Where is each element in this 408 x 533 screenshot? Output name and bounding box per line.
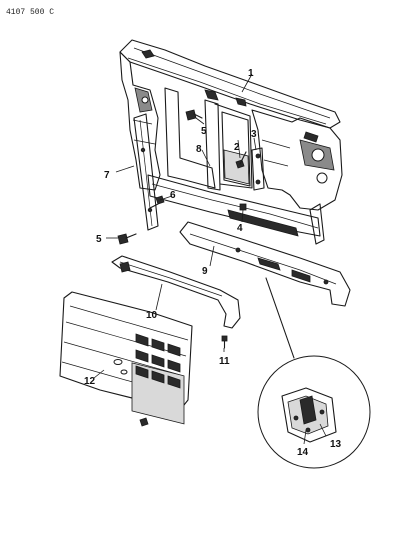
grille-12 (59, 291, 193, 425)
callout-10: 10 (146, 310, 158, 321)
callout-1: 1 (248, 68, 254, 79)
callout-2: 2 (234, 142, 240, 153)
detail-view (257, 277, 371, 469)
radiator-support (119, 39, 343, 245)
bolt-upper (185, 109, 203, 121)
bolt-lower (117, 233, 137, 245)
leader-lines (93, 73, 327, 445)
nut-4 (239, 203, 247, 211)
callout-14: 14 (297, 447, 309, 458)
callout-3: 3 (251, 129, 257, 140)
callout-11: 11 (219, 356, 230, 367)
callout-4: 4 (237, 223, 243, 234)
grille-clip (139, 417, 149, 427)
bolt-6 (149, 195, 165, 209)
bracket-14 (281, 387, 337, 443)
screw-2 (235, 151, 247, 169)
push-pin-11 (221, 335, 228, 349)
callout-13: 13 (330, 439, 342, 450)
reinforcement-9 (179, 221, 351, 307)
callout-labels: 1 2 3 4 5 5 6 7 8 9 10 11 12 13 14 (84, 68, 342, 458)
callout-7: 7 (104, 170, 110, 181)
callout-5-upper: 5 (201, 126, 207, 137)
callout-6: 6 (170, 190, 176, 201)
callout-12: 12 (84, 376, 96, 387)
moulding-10 (111, 255, 241, 329)
callout-9: 9 (202, 266, 208, 277)
callout-5-lower: 5 (96, 234, 102, 245)
document-code: 4107 500 C (6, 8, 54, 17)
callout-8: 8 (196, 144, 202, 155)
grille-insert (131, 333, 185, 425)
